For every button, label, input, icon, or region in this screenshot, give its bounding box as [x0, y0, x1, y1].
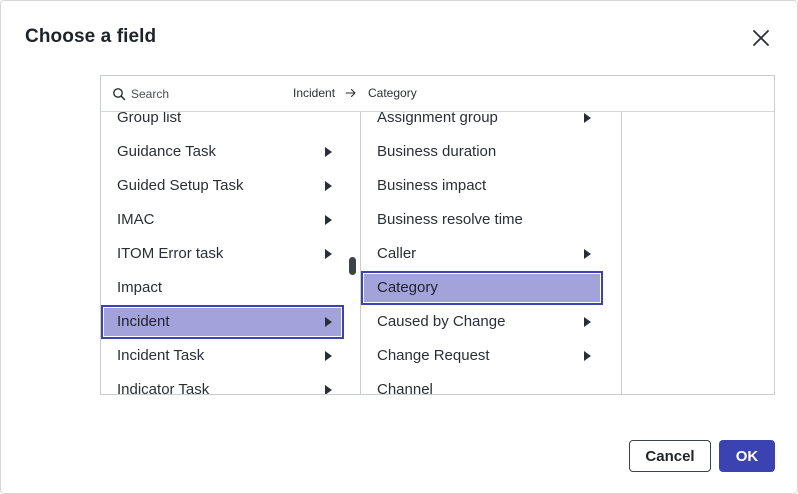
list-item-indicator-task[interactable]: Indicator Task — [101, 373, 344, 394]
tables-column[interactable]: Group list Guidance Task Guided Setup Ta… — [101, 112, 361, 394]
chevron-right-icon — [325, 147, 332, 157]
tables-scrollbar[interactable] — [349, 257, 356, 275]
list-item-label: Business resolve time — [377, 211, 523, 228]
list-item-label: Business duration — [377, 143, 497, 160]
list-item-label: Incident — [117, 313, 170, 330]
fields-column[interactable]: Assignment group Business duration Busin… — [361, 112, 622, 394]
chevron-right-icon — [325, 351, 332, 361]
list-item-guidance-task[interactable]: Guidance Task — [101, 135, 344, 169]
list-item-guided-setup-task[interactable]: Guided Setup Task — [101, 169, 344, 203]
picker-header: Incident Category — [101, 76, 774, 112]
list-item-change-request[interactable]: Change Request — [361, 339, 603, 373]
list-item-label: Guided Setup Task — [117, 177, 244, 194]
cancel-button[interactable]: Cancel — [629, 440, 711, 472]
chevron-right-icon — [325, 215, 332, 225]
chevron-right-icon — [584, 351, 591, 361]
list-item-label: Indicator Task — [117, 381, 210, 394]
list-item-label: Channel — [377, 381, 433, 394]
list-item-label: Caller — [377, 245, 417, 262]
search-input[interactable] — [131, 85, 281, 103]
chevron-right-icon — [584, 113, 591, 123]
list-item-label: Change Request — [377, 347, 490, 364]
column-divider — [621, 112, 622, 394]
list-item-label: Incident Task — [117, 347, 205, 364]
fields-list: Assignment group Business duration Busin… — [361, 112, 622, 394]
list-item-channel[interactable]: Channel — [361, 373, 603, 394]
list-item-impact[interactable]: Impact — [101, 271, 344, 305]
list-item-label: Assignment group — [377, 112, 498, 126]
list-item-business-duration[interactable]: Business duration — [361, 135, 603, 169]
list-item-group-list[interactable]: Group list — [101, 112, 344, 135]
breadcrumb-item-category: Category — [368, 86, 417, 100]
list-item-assignment-group[interactable]: Assignment group — [361, 112, 603, 135]
list-item-incident-task[interactable]: Incident Task — [101, 339, 344, 373]
chevron-right-icon — [584, 317, 591, 327]
breadcrumb-item-incident[interactable]: Incident — [293, 86, 336, 100]
chevron-right-icon — [325, 181, 332, 191]
chevron-right-icon — [325, 317, 332, 327]
list-item-business-resolve-time[interactable]: Business resolve time — [361, 203, 603, 237]
chevron-right-icon — [584, 249, 591, 259]
list-item-itom-error-task[interactable]: ITOM Error task — [101, 237, 344, 271]
chevron-right-icon — [325, 385, 332, 394]
list-item-label: Impact — [117, 279, 163, 296]
list-item-label: Caused by Change — [377, 313, 506, 330]
search-icon — [113, 88, 126, 101]
list-item-label: Category — [377, 279, 438, 296]
field-picker: Incident Category Group list Guidance Ta… — [100, 75, 775, 395]
list-item-business-impact[interactable]: Business impact — [361, 169, 603, 203]
list-item-incident[interactable]: Incident — [101, 305, 344, 339]
list-item-label: ITOM Error task — [117, 245, 224, 262]
tables-list: Group list Guidance Task Guided Setup Ta… — [101, 112, 360, 394]
list-item-label: Guidance Task — [117, 143, 216, 160]
ok-button[interactable]: OK — [719, 440, 775, 472]
list-item-caused-by-change[interactable]: Caused by Change — [361, 305, 603, 339]
list-item-imac[interactable]: IMAC — [101, 203, 344, 237]
chevron-right-icon — [325, 249, 332, 259]
list-item-caller[interactable]: Caller — [361, 237, 603, 271]
arrow-right-icon — [345, 88, 356, 98]
list-item-label: IMAC — [117, 211, 155, 228]
list-item-label: Group list — [117, 112, 182, 126]
list-item-label: Business impact — [377, 177, 487, 194]
close-button[interactable] — [749, 27, 773, 51]
dialog-title: Choose a field — [25, 26, 157, 47]
list-item-category[interactable]: Category — [361, 271, 603, 305]
close-icon — [753, 30, 769, 46]
